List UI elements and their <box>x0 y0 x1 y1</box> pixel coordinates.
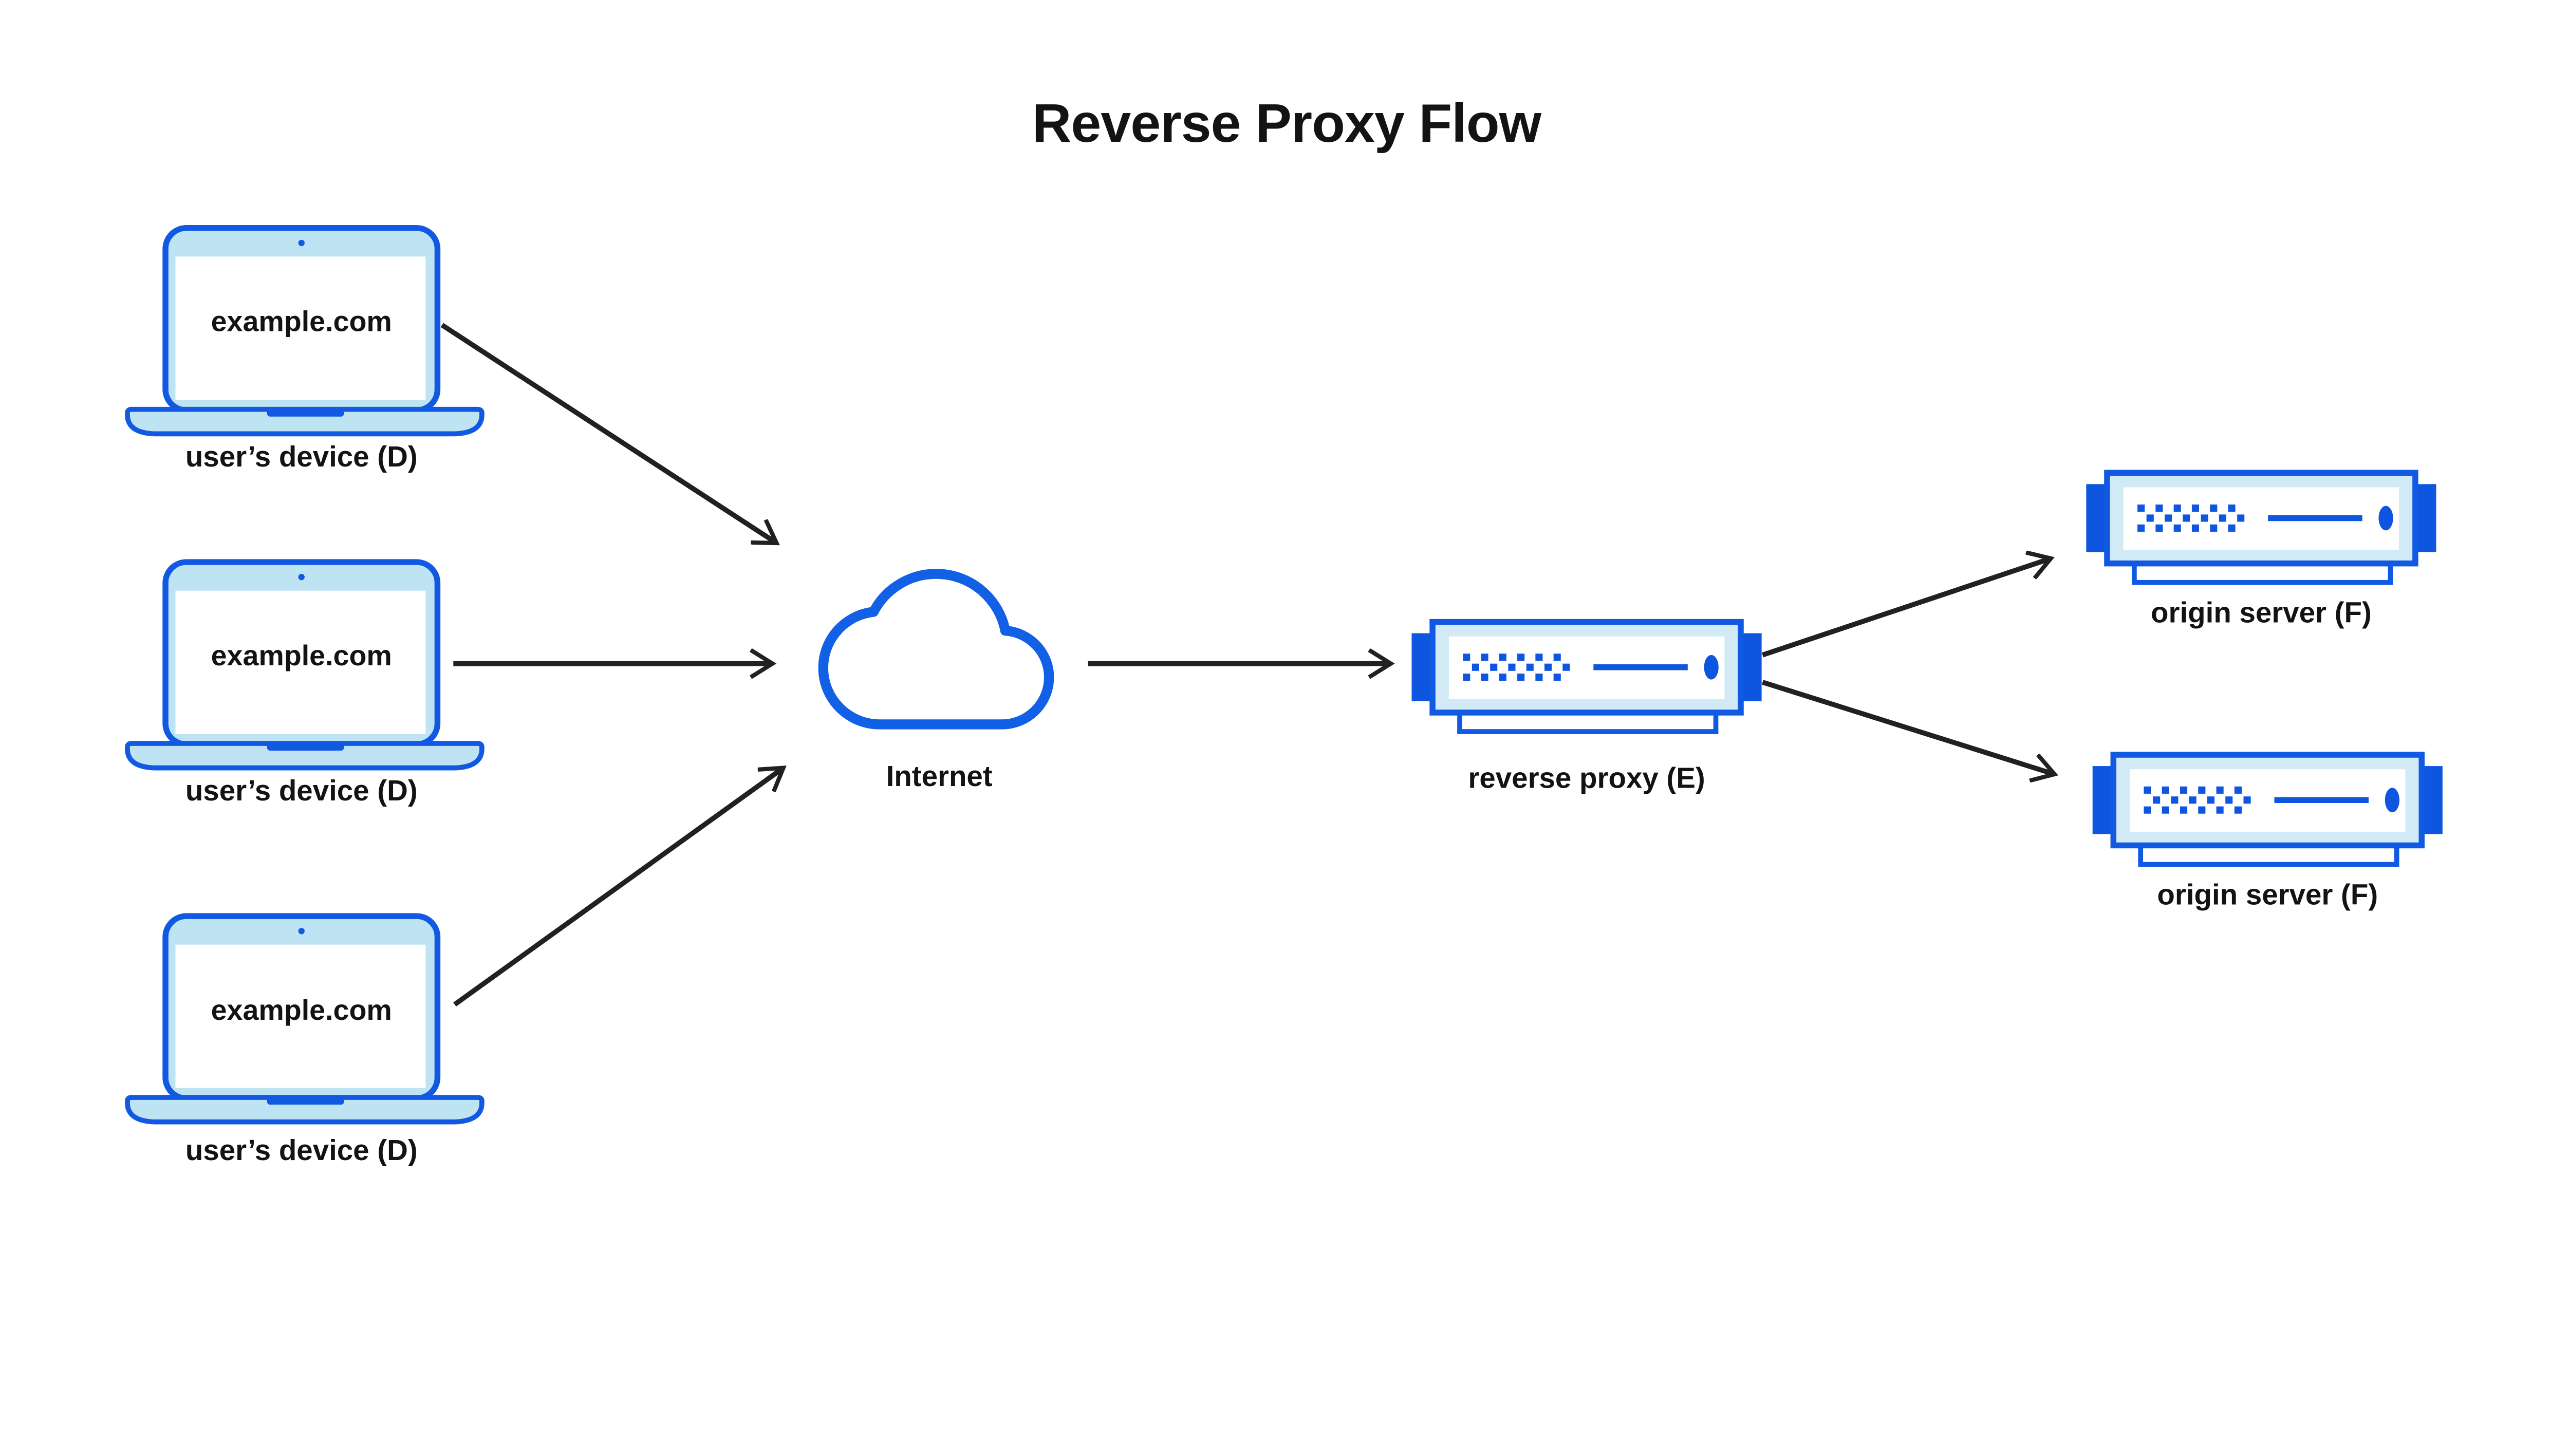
laptop-screen-url: example.com <box>211 640 392 671</box>
laptop-screen-url: example.com <box>211 994 392 1026</box>
origin-server-node-2: origin server (F) <box>2093 755 2443 910</box>
user-device-node-3: example.com user’s device (D) <box>127 916 482 1166</box>
server-icon <box>2086 473 2436 583</box>
flow-arrow-proxy-to-origin2 <box>1761 680 2054 774</box>
internet-label: Internet <box>886 760 993 792</box>
user-device-label: user’s device (D) <box>185 774 418 807</box>
cloud-icon <box>818 569 1054 730</box>
flow-arrow-proxy-to-origin1 <box>1761 558 2051 658</box>
flow-arrows <box>440 323 2054 1007</box>
server-icon <box>2093 755 2443 865</box>
server-icon <box>1411 622 1761 732</box>
user-device-label: user’s device (D) <box>185 440 418 473</box>
reverse-proxy-label: reverse proxy (E) <box>1468 762 1705 794</box>
origin-server-node-1: origin server (F) <box>2086 473 2436 628</box>
flow-arrow-device1-to-internet <box>440 323 776 543</box>
origin-server-label: origin server (F) <box>2151 596 2372 628</box>
reverse-proxy-node: reverse proxy (E) <box>1411 622 1761 794</box>
user-device-node-2: example.com user’s device (D) <box>127 562 482 807</box>
flow-arrow-device3-to-internet <box>453 768 784 1007</box>
origin-server-label: origin server (F) <box>2157 878 2378 910</box>
internet-node: Internet <box>818 569 1054 792</box>
reverse-proxy-flow-diagram: Reverse Proxy Flow example.com user’s de… <box>0 93 2569 1166</box>
user-device-node-1: example.com user’s device (D) <box>127 228 482 473</box>
page-title: Reverse Proxy Flow <box>1032 93 1542 154</box>
laptop-screen-url: example.com <box>211 306 392 338</box>
diagram-canvas: Reverse Proxy Flow example.com user’s de… <box>0 92 2569 1166</box>
user-device-label: user’s device (D) <box>185 1134 418 1166</box>
